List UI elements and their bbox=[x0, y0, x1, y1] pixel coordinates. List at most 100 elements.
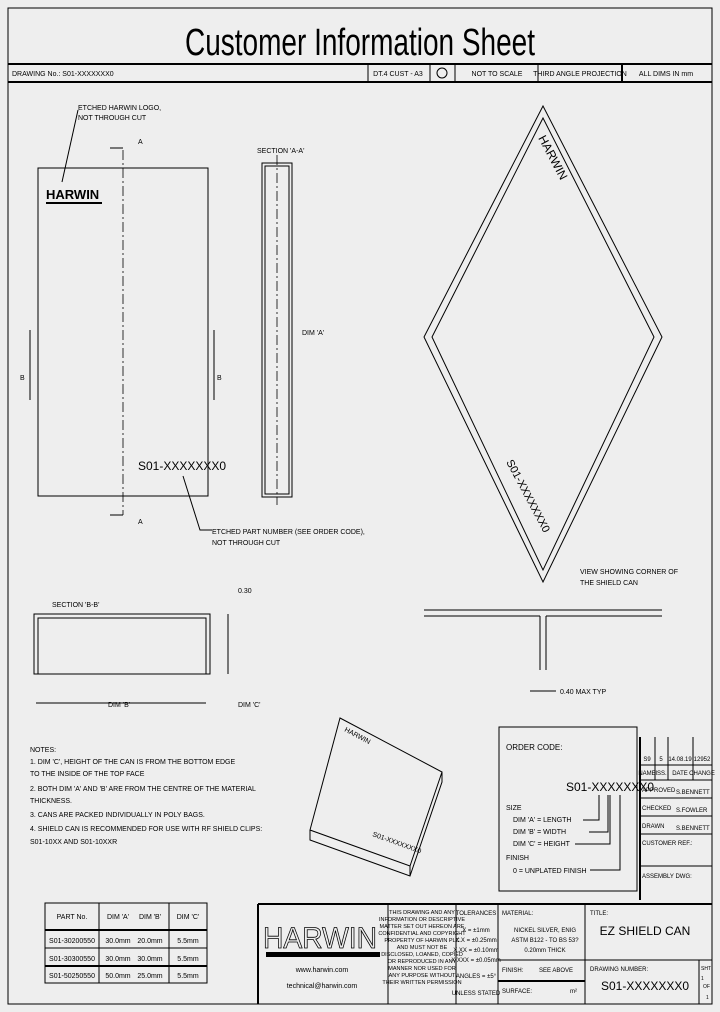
svg-text:FINISH:: FINISH: bbox=[502, 968, 524, 974]
svg-text:50.0mm: 50.0mm bbox=[105, 973, 130, 980]
isometric-can: HARWIN S01-XXXXXXX0 bbox=[309, 717, 443, 877]
svg-text:1: 1 bbox=[701, 976, 704, 982]
svg-text:UNLESS STATED: UNLESS STATED bbox=[452, 991, 501, 997]
svg-text:ANY PURPOSE WITHOUT: ANY PURPOSE WITHOUT bbox=[389, 973, 456, 979]
svg-text:S01-30200550: S01-30200550 bbox=[49, 938, 95, 945]
svg-text:CHANGE: CHANGE bbox=[689, 771, 715, 777]
svg-text:5: 5 bbox=[659, 757, 663, 763]
svg-text:VIEW SHOWING CORNER OF: VIEW SHOWING CORNER OF bbox=[580, 569, 678, 576]
svg-text:0.20mm THICK: 0.20mm THICK bbox=[524, 948, 565, 954]
svg-text:5.5mm: 5.5mm bbox=[177, 973, 199, 980]
svg-text:ASTM B122 - TO BS 53?: ASTM B122 - TO BS 53? bbox=[511, 938, 579, 944]
svg-text:OR REPRODUCED IN ANY: OR REPRODUCED IN ANY bbox=[388, 959, 457, 965]
svg-text:0.40 MAX TYP: 0.40 MAX TYP bbox=[560, 689, 607, 696]
svg-text:NAME: NAME bbox=[638, 771, 655, 777]
svg-text:THEIR WRITTEN PERMISSION: THEIR WRITTEN PERMISSION bbox=[382, 980, 461, 986]
svg-text:DISCLOSED, LOANED, COPIED: DISCLOSED, LOANED, COPIED bbox=[381, 952, 463, 958]
svg-text:30.0mm: 30.0mm bbox=[105, 938, 130, 945]
svg-text:SURFACE:: SURFACE: bbox=[502, 989, 532, 995]
svg-text:AND MUST NOT BE: AND MUST NOT BE bbox=[397, 945, 448, 951]
svg-text:DIM 'C': DIM 'C' bbox=[238, 702, 261, 709]
header-format: DT.4 CUST - A3 bbox=[373, 71, 423, 78]
svg-text:2. BOTH DIM 'A' AND 'B' ARE FR: 2. BOTH DIM 'A' AND 'B' ARE FROM THE CEN… bbox=[30, 786, 256, 793]
svg-text:DIM 'A' = LENGTH: DIM 'A' = LENGTH bbox=[513, 817, 572, 824]
email-link[interactable]: technical@harwin.com bbox=[287, 983, 358, 990]
svg-text:DIM 'A': DIM 'A' bbox=[107, 914, 129, 921]
title-block: HARWIN www.harwin.com technical@harwin.c… bbox=[257, 903, 712, 1004]
svg-text:CHECKED: CHECKED bbox=[642, 806, 672, 812]
svg-text:25.0mm: 25.0mm bbox=[137, 973, 162, 980]
svg-text:S01-30300550: S01-30300550 bbox=[49, 956, 95, 963]
svg-text:INFORMATION OR DESCRIPTIVE: INFORMATION OR DESCRIPTIVE bbox=[379, 917, 465, 923]
svg-text:NOT THROUGH CUT: NOT THROUGH CUT bbox=[212, 540, 281, 547]
svg-text:APPROVED: APPROVED bbox=[642, 788, 676, 794]
section-a-a: SECTION 'A-A' DIM 'A' bbox=[257, 148, 324, 505]
svg-text:DIM 'C': DIM 'C' bbox=[177, 914, 200, 921]
svg-text:14.08.19: 14.08.19 bbox=[668, 757, 692, 763]
svg-text:HARWIN: HARWIN bbox=[535, 133, 570, 182]
copyright-notice: THIS DRAWING AND ANY INFORMATION OR DESC… bbox=[378, 910, 466, 986]
svg-text:SEE ABOVE: SEE ABOVE bbox=[539, 968, 573, 974]
svg-text:OF: OF bbox=[703, 984, 710, 990]
svg-text:A: A bbox=[138, 139, 143, 146]
svg-text:MATTER SET OUT HEREON ARE: MATTER SET OUT HEREON ARE bbox=[380, 924, 465, 930]
order-code: S01-XXXXXXX0 bbox=[566, 780, 654, 794]
svg-text:S.FOWLER: S.FOWLER bbox=[676, 808, 708, 814]
tolerances: TOLERANCES X = ±1mm X.X = ±0.25mm X.XX =… bbox=[451, 911, 501, 997]
diamond-view: HARWIN S01-XXXXXXX0 VIEW SHOWING CORNER … bbox=[423, 104, 678, 587]
svg-text:X.XX = ±0.10mm: X.XX = ±0.10mm bbox=[453, 948, 498, 954]
table-row: S01-50250550 50.0mm 25.0mm 5.5mm bbox=[49, 973, 199, 980]
svg-text:X.XXX = ±0.05mm: X.XXX = ±0.05mm bbox=[451, 958, 500, 964]
svg-text:DIM 'C' = HEIGHT: DIM 'C' = HEIGHT bbox=[513, 841, 571, 848]
svg-text:A: A bbox=[138, 519, 143, 526]
svg-text:S.BENNETT: S.BENNETT bbox=[676, 790, 710, 796]
svg-text:NOTES:: NOTES: bbox=[30, 747, 56, 754]
svg-text:B: B bbox=[217, 375, 222, 382]
svg-text:4. SHIELD CAN IS RECOMMENDED F: 4. SHIELD CAN IS RECOMMENDED FOR USE WIT… bbox=[30, 826, 262, 833]
svg-text:30.0mm: 30.0mm bbox=[137, 956, 162, 963]
svg-text:S01-10XX AND S01-10XXR: S01-10XX AND S01-10XXR bbox=[30, 839, 117, 846]
projection-symbol-icon bbox=[436, 67, 448, 79]
section-b-b: SECTION 'B-B' DIM 'B' 0.30 DIM 'C' bbox=[33, 588, 261, 709]
website-link[interactable]: www.harwin.com bbox=[295, 967, 349, 974]
svg-text:DRAWN: DRAWN bbox=[642, 824, 664, 830]
svg-text:ETCHED PART NUMBER (SEE ORDER: ETCHED PART NUMBER (SEE ORDER CODE), bbox=[212, 529, 365, 536]
svg-text:1. DIM 'C', HEIGHT OF THE CAN: 1. DIM 'C', HEIGHT OF THE CAN IS FROM TH… bbox=[30, 759, 236, 766]
svg-text:DRAWING NUMBER:: DRAWING NUMBER: bbox=[590, 967, 648, 973]
svg-text:TITLE:: TITLE: bbox=[590, 911, 608, 917]
svg-text:m²: m² bbox=[570, 989, 577, 995]
svg-text:DIM 'B' = WIDTH: DIM 'B' = WIDTH bbox=[513, 829, 566, 836]
header-bar: DRAWING No.: S01-XXXXXXX0 DT.4 CUST - A3… bbox=[12, 64, 693, 82]
table-row: S01-30300550 30.0mm 30.0mm 5.5mm bbox=[49, 956, 199, 963]
header-scale: NOT TO SCALE bbox=[472, 71, 523, 78]
svg-text:S01-50250550: S01-50250550 bbox=[49, 973, 95, 980]
order-code-box: ORDER CODE: S01-XXXXXXX0 SIZE DIM 'A' = … bbox=[498, 726, 654, 892]
svg-text:CONFIDENTIAL AND COPYRIGHT: CONFIDENTIAL AND COPYRIGHT bbox=[378, 931, 466, 937]
svg-text:DATE: DATE bbox=[672, 771, 688, 777]
svg-text:SIZE: SIZE bbox=[506, 805, 522, 812]
svg-text:5.5mm: 5.5mm bbox=[177, 938, 199, 945]
svg-text:DIM 'B': DIM 'B' bbox=[139, 914, 161, 921]
plan-view: A A B B HARWIN ETCHED HARWIN LOGO, NOT T… bbox=[20, 105, 365, 547]
svg-text:SECTION 'A-A': SECTION 'A-A' bbox=[257, 148, 304, 155]
svg-text:NOT THROUGH CUT: NOT THROUGH CUT bbox=[78, 115, 147, 122]
svg-text:S9: S9 bbox=[643, 757, 651, 763]
harwin-logo: HARWIN bbox=[263, 922, 377, 955]
header-units: ALL DIMS IN mm bbox=[639, 71, 693, 78]
svg-text:ORDER CODE:: ORDER CODE: bbox=[506, 743, 562, 752]
header-drawing-no: DRAWING No.: S01-XXXXXXX0 bbox=[12, 71, 114, 78]
header-projection: THIRD ANGLE PROJECTION bbox=[533, 71, 627, 78]
svg-text:MANNER NOR USED FOR: MANNER NOR USED FOR bbox=[388, 966, 456, 972]
etched-part-number: S01-XXXXXXX0 bbox=[138, 459, 226, 473]
sheet-border bbox=[7, 7, 713, 1005]
svg-text:3. CANS ARE PACKED INDIVIDUALL: 3. CANS ARE PACKED INDIVIDUALLY IN POLY … bbox=[30, 812, 205, 819]
svg-text:1: 1 bbox=[706, 995, 709, 1001]
svg-text:THIS DRAWING AND ANY: THIS DRAWING AND ANY bbox=[389, 910, 455, 916]
svg-text:DIM 'B': DIM 'B' bbox=[108, 702, 130, 709]
svg-text:FINISH: FINISH bbox=[506, 855, 529, 862]
svg-text:DIM 'A': DIM 'A' bbox=[302, 330, 324, 337]
svg-text:PART No.: PART No. bbox=[57, 914, 88, 921]
svg-text:S.BENNETT: S.BENNETT bbox=[676, 826, 710, 832]
svg-text:TOLERANCES: TOLERANCES bbox=[456, 911, 497, 917]
